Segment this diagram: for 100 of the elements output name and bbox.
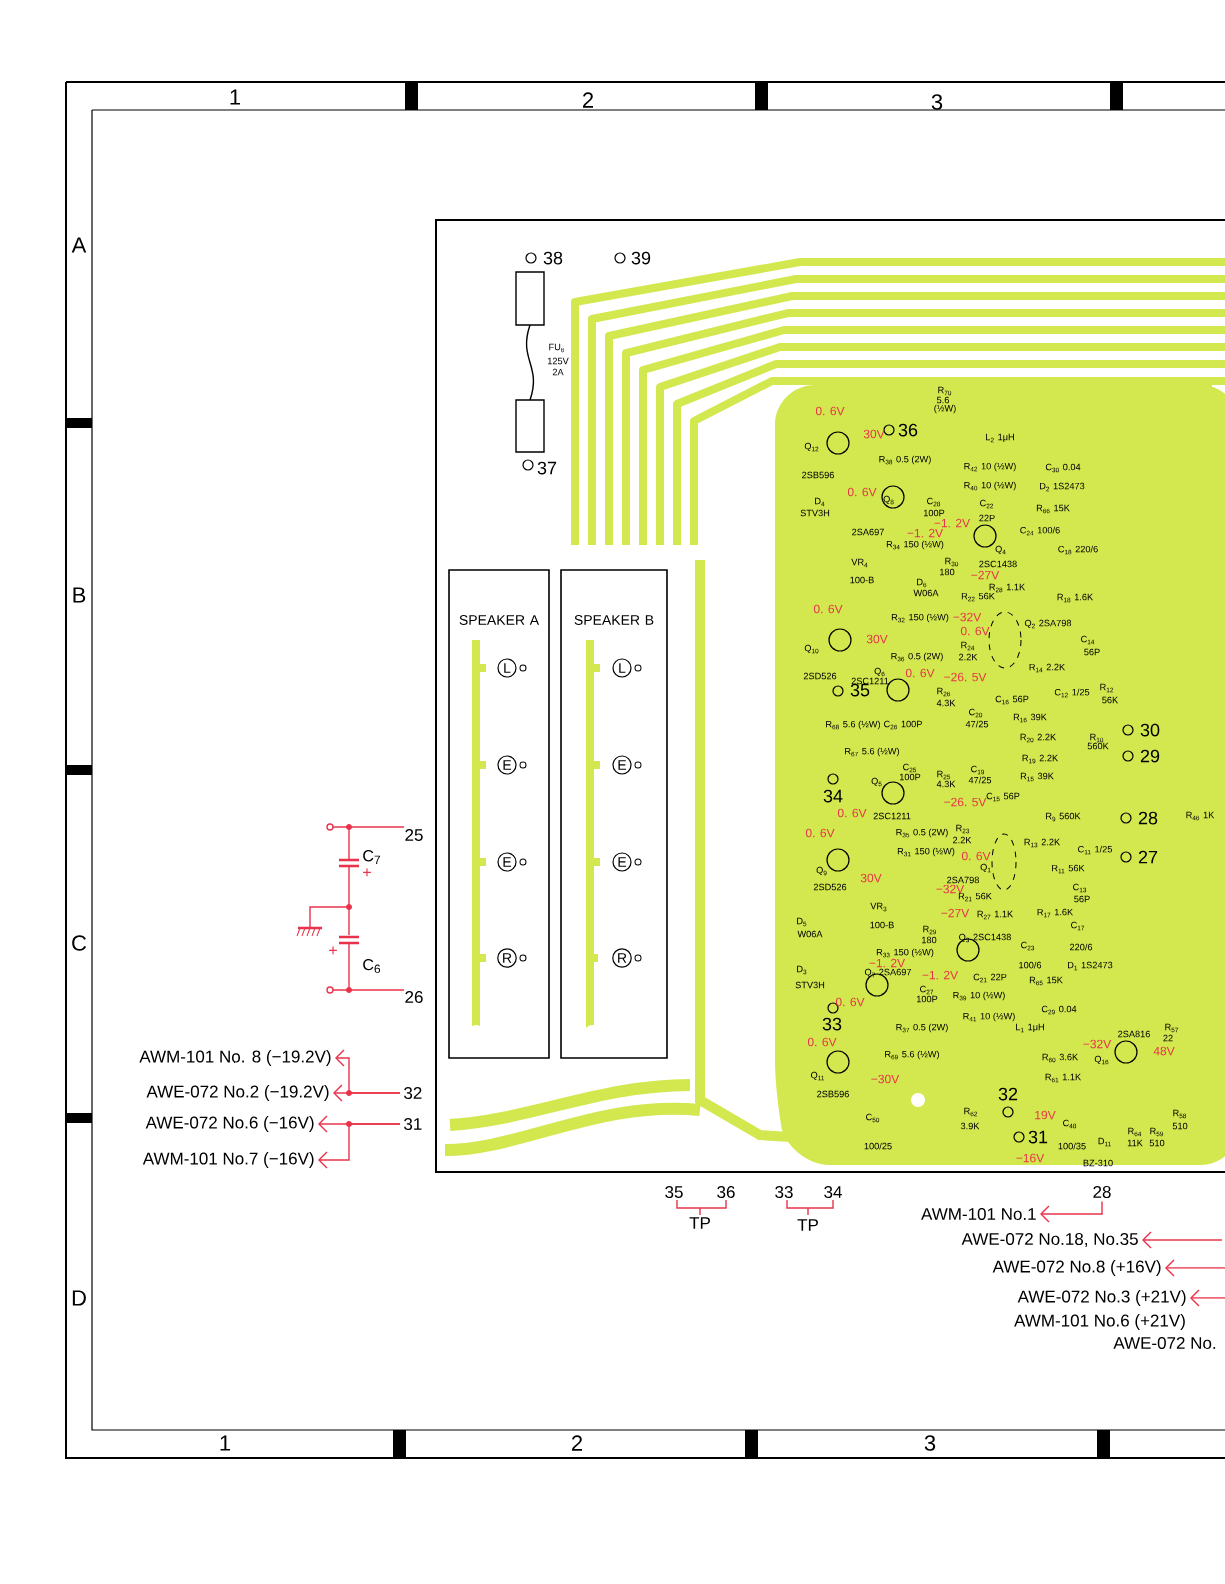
voltage-label: 19V bbox=[1035, 1110, 1056, 1120]
test-point: 35 bbox=[832, 683, 870, 697]
component-label: 100P bbox=[899, 773, 921, 781]
component-label: R$_{69}$ 5.6 (½W) bbox=[885, 1050, 939, 1060]
component-label: R$_{22}$ 56K bbox=[961, 592, 995, 602]
grid-reference: B bbox=[73, 587, 86, 603]
component-label: R$_{57}$ bbox=[1165, 1023, 1179, 1033]
component-label: R$_{19}$ 2.2K bbox=[1022, 754, 1059, 764]
component-label: FU$_{6}$ bbox=[549, 343, 565, 353]
callout-text: AWE-072 No.2 (−19.2V) bbox=[146, 1085, 329, 1101]
component-label: C$_{30}$ 0.04 bbox=[1045, 463, 1081, 473]
voltage-label: −1. 2V bbox=[922, 970, 959, 980]
component-label: 11K bbox=[1127, 1139, 1143, 1147]
voltage-label: 0. 6V bbox=[837, 808, 867, 818]
component-label: R$_{40}$ 10 (½W) bbox=[964, 481, 1016, 491]
component-label: C$_{15}$ 56P bbox=[986, 792, 1020, 802]
component-label: 2A bbox=[552, 368, 564, 376]
component-label: R$_{13}$ 2.2K bbox=[1024, 838, 1061, 848]
component-label: R$_{26}$ bbox=[937, 687, 951, 697]
component-label: R$_{31}$ 150 (½W) bbox=[897, 847, 955, 857]
component-label: 125V bbox=[547, 357, 569, 365]
component-label: C$_{24}$ 100/6 bbox=[1020, 526, 1060, 536]
component-label: D$_{4}$ bbox=[815, 497, 825, 507]
test-point: 31 bbox=[1013, 1130, 1048, 1144]
component-label: R$_{59}$ bbox=[1150, 1127, 1164, 1137]
grid-reference: 2 bbox=[572, 1435, 582, 1451]
component-label: R$_{66}$ 15K bbox=[1036, 504, 1070, 514]
voltage-label: −1. 2V bbox=[907, 528, 944, 538]
component-label: R$_{67}$ 5.6 (½W) bbox=[845, 747, 899, 757]
component-label: 2SC1211 bbox=[851, 677, 889, 685]
component-label: Q$_{1}$ bbox=[980, 863, 991, 873]
component-label: C$_{50}$ bbox=[866, 1113, 880, 1123]
component-label: R$_{14}$ 2.2K bbox=[1029, 663, 1066, 673]
component-label: R$_{35}$ 0.5 (2W) bbox=[896, 828, 948, 838]
component-label: Q$_{7}$ 2SA697 bbox=[864, 968, 912, 978]
component-label: 22 bbox=[1163, 1034, 1173, 1042]
component-label: 2SA816 bbox=[1118, 1030, 1150, 1038]
callout-text: AWE-072 No.3 (+21V) bbox=[1017, 1290, 1186, 1306]
component-label: 180 bbox=[940, 568, 955, 576]
arrow bbox=[1190, 1289, 1225, 1307]
component-label: R$_{46}$ 1K bbox=[1186, 811, 1215, 821]
voltage-label: 0. 6V bbox=[813, 604, 843, 614]
component-label: R$_{42}$ 10 (½W) bbox=[964, 462, 1016, 472]
component-label: 510 bbox=[1149, 1139, 1165, 1147]
component-label: C$_{19}$ bbox=[971, 765, 985, 775]
test-point: 37 bbox=[522, 459, 557, 475]
component-label: C$_{12}$ 1/25 bbox=[1054, 688, 1090, 698]
component-label: STV3H bbox=[795, 981, 825, 989]
component-label: STV3H bbox=[800, 509, 830, 517]
component-label: C$_{7}$ bbox=[363, 850, 381, 864]
polarity-sign: + bbox=[363, 868, 371, 877]
component-label: D$_{5}$ bbox=[797, 917, 807, 927]
callout-text: AWE-072 No. bbox=[1113, 1337, 1216, 1349]
component-label: 56P bbox=[1084, 648, 1100, 656]
component-label: R$_{16}$ 39K bbox=[1013, 713, 1047, 723]
component-label: R$_{25}$ bbox=[937, 770, 951, 780]
component-label: C$_{6}$ bbox=[363, 958, 381, 974]
voltage-label: −1. 2V bbox=[869, 958, 906, 968]
voltage-label: 0. 6V bbox=[961, 851, 991, 861]
test-point: 34 bbox=[823, 773, 843, 803]
callout-text: 34 bbox=[824, 1186, 842, 1198]
component-label: W06A bbox=[913, 589, 939, 597]
component-label: Q$_{16}$ bbox=[1094, 1055, 1109, 1065]
callout-text: 26 bbox=[405, 991, 423, 1003]
component-label: R$_{64}$ bbox=[1128, 1127, 1142, 1137]
component-label: R$_{58}$ bbox=[1173, 1109, 1187, 1119]
component-label: R$_{18}$ 1.6K bbox=[1057, 593, 1094, 603]
component-label: Q$_{3}$ 2SC1438 bbox=[959, 933, 1011, 943]
component-label: C$_{28}$ bbox=[927, 497, 941, 507]
component-label: R$_{70}$ bbox=[938, 386, 952, 396]
voltage-label: −27V bbox=[941, 908, 970, 918]
component-label: R$_{61}$ 1.1K bbox=[1045, 1073, 1082, 1083]
component-label: D$_{1}$ 1S2473 bbox=[1068, 961, 1113, 971]
voltage-label: 0. 6V bbox=[807, 1037, 837, 1047]
callout-text: 28 bbox=[1093, 1186, 1111, 1198]
component-label: 2SD526 bbox=[813, 883, 847, 891]
voltage-label: 0. 6V bbox=[815, 406, 845, 416]
component-label: 2SB596 bbox=[802, 471, 834, 479]
component-label: Q$_{5}$ bbox=[871, 777, 882, 787]
component-label: 47/25 bbox=[968, 776, 992, 784]
component-label: 5.6 bbox=[937, 396, 949, 404]
callout-text: AWM-101 No. 8 (−19.2V) bbox=[139, 1050, 331, 1066]
voltage-label: −26. 5V bbox=[944, 797, 987, 807]
component-label: C$_{22}$ bbox=[980, 499, 994, 509]
component-label: C$_{25}$ bbox=[903, 763, 917, 773]
grid-reference: C bbox=[72, 935, 87, 951]
voltage-label: 0. 6V bbox=[805, 828, 835, 838]
voltage-label: −16V bbox=[1016, 1153, 1045, 1163]
component-label: L$_{2}$ 1μH bbox=[986, 433, 1014, 443]
component-label: C$_{26}$ 100P bbox=[884, 720, 922, 730]
component-label: L$_{1}$ 1μH bbox=[1016, 1023, 1044, 1033]
component-label: C$_{21}$ 22P bbox=[973, 973, 1007, 983]
arrow bbox=[333, 1084, 401, 1102]
component-label: R$_{37}$ 0.5 (2W) bbox=[896, 1023, 948, 1033]
callout-text: TP bbox=[797, 1219, 818, 1231]
component-label: R$_{10}$ bbox=[1090, 733, 1104, 743]
component-label: R$_{9}$ 560K bbox=[1046, 812, 1081, 822]
grid-reference: 1 bbox=[230, 89, 241, 105]
component-label: C$_{20}$ bbox=[969, 708, 983, 718]
callout-text: 31 bbox=[404, 1118, 422, 1130]
